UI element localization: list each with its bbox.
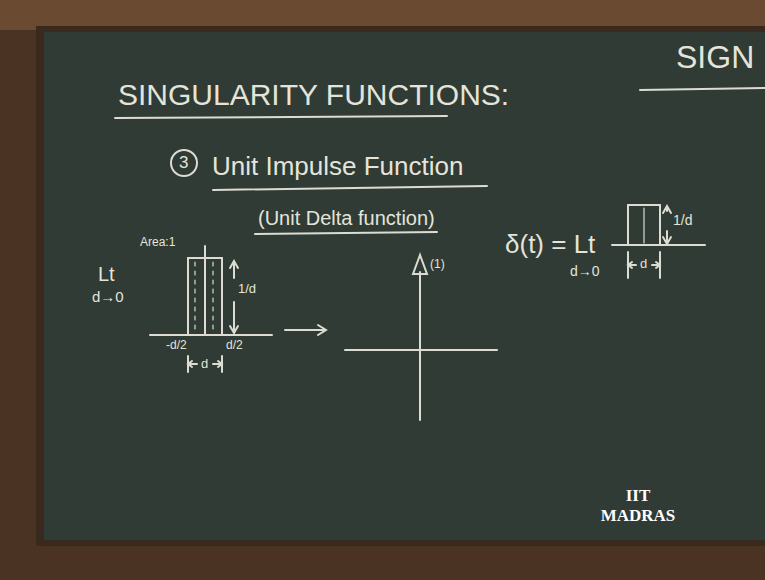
width-label: d — [201, 357, 208, 371]
heading-underline — [640, 88, 765, 90]
time-axis — [150, 334, 272, 336]
watermark: IIT MADRAS — [598, 486, 678, 525]
topic-heading: Unit Impulse Function — [212, 152, 463, 181]
chalkboard — [44, 32, 765, 540]
pulse-rectangle — [188, 258, 222, 335]
limit-condition: d→0 — [570, 264, 600, 279]
time-axis — [612, 244, 705, 246]
vertical-axis — [204, 246, 206, 334]
chalk-strokes — [115, 88, 765, 420]
width-label: d — [640, 257, 647, 271]
pulse-shading — [195, 262, 213, 332]
alternate-name: (Unit Delta function) — [258, 207, 435, 229]
heading-fragment: SIGN — [676, 40, 754, 75]
definition-text: δ(t) = Lt — [505, 230, 595, 259]
height-label: 1/d — [673, 213, 692, 228]
width-dimension — [628, 252, 660, 278]
impulse-line — [419, 272, 421, 420]
frame-top — [0, 0, 765, 30]
pulse-shading — [643, 208, 644, 243]
width-dimension — [188, 356, 222, 372]
limit-arrow — [285, 325, 326, 335]
pulse-rectangle — [628, 205, 660, 245]
item-number: 3 — [179, 154, 188, 173]
limit-condition: d→0 — [92, 289, 124, 306]
height-label: 1/d — [238, 282, 256, 296]
limit-text: Lt — [98, 263, 115, 285]
number-circle — [171, 150, 197, 176]
subtitle-underline — [213, 186, 487, 190]
tick-label: d/2 — [226, 339, 243, 352]
tick-label: -d/2 — [166, 339, 187, 352]
area-note: Area:1 — [140, 236, 175, 249]
height-arrow — [663, 206, 671, 244]
title-underline — [115, 116, 447, 118]
impulse-arrowhead — [413, 255, 427, 274]
impulse-weight: (1) — [430, 258, 445, 271]
height-arrow — [230, 261, 238, 333]
subtitle-underline — [255, 232, 437, 234]
frame-inner — [36, 26, 765, 546]
board-title: SINGULARITY FUNCTIONS: — [118, 78, 509, 111]
